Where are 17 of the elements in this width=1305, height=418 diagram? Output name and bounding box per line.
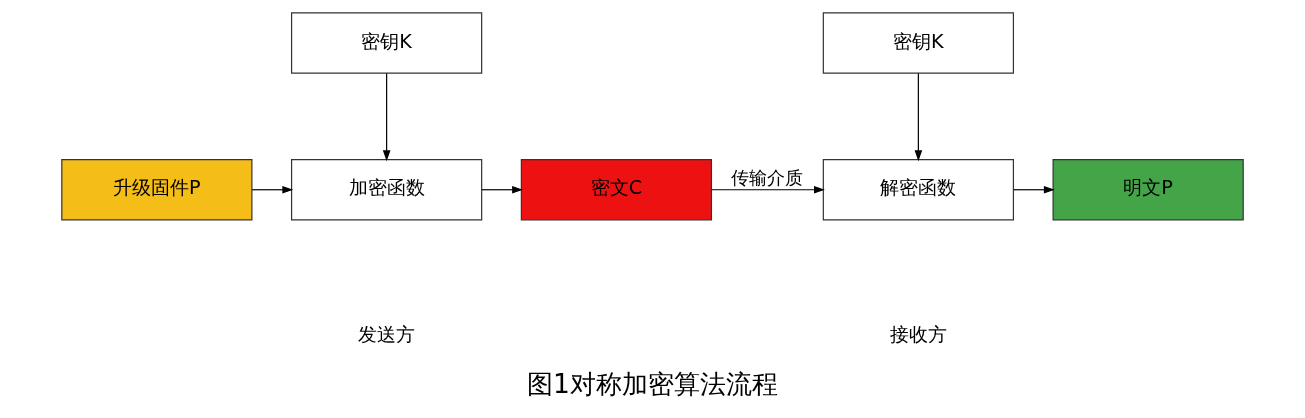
node-box: 明文P (1052, 159, 1244, 221)
arrow (251, 185, 294, 194)
node-box: 密文C (520, 159, 713, 221)
caption: 图1对称加密算法流程 (527, 367, 778, 399)
arrow (1013, 185, 1055, 194)
node-box: 密钥K (291, 12, 483, 74)
label: 发送方 (358, 323, 416, 347)
edge-label: 传输介质 (731, 166, 804, 188)
arrow (382, 72, 391, 162)
node-box: 加密函数 (291, 159, 483, 221)
arrow (481, 185, 523, 194)
label: 接收方 (889, 323, 947, 347)
node-box: 解密函数 (822, 159, 1014, 221)
node-box: 密钥K (822, 12, 1014, 74)
arrow (710, 185, 825, 194)
node-box: 升级固件P (61, 159, 253, 221)
arrow (914, 72, 923, 162)
